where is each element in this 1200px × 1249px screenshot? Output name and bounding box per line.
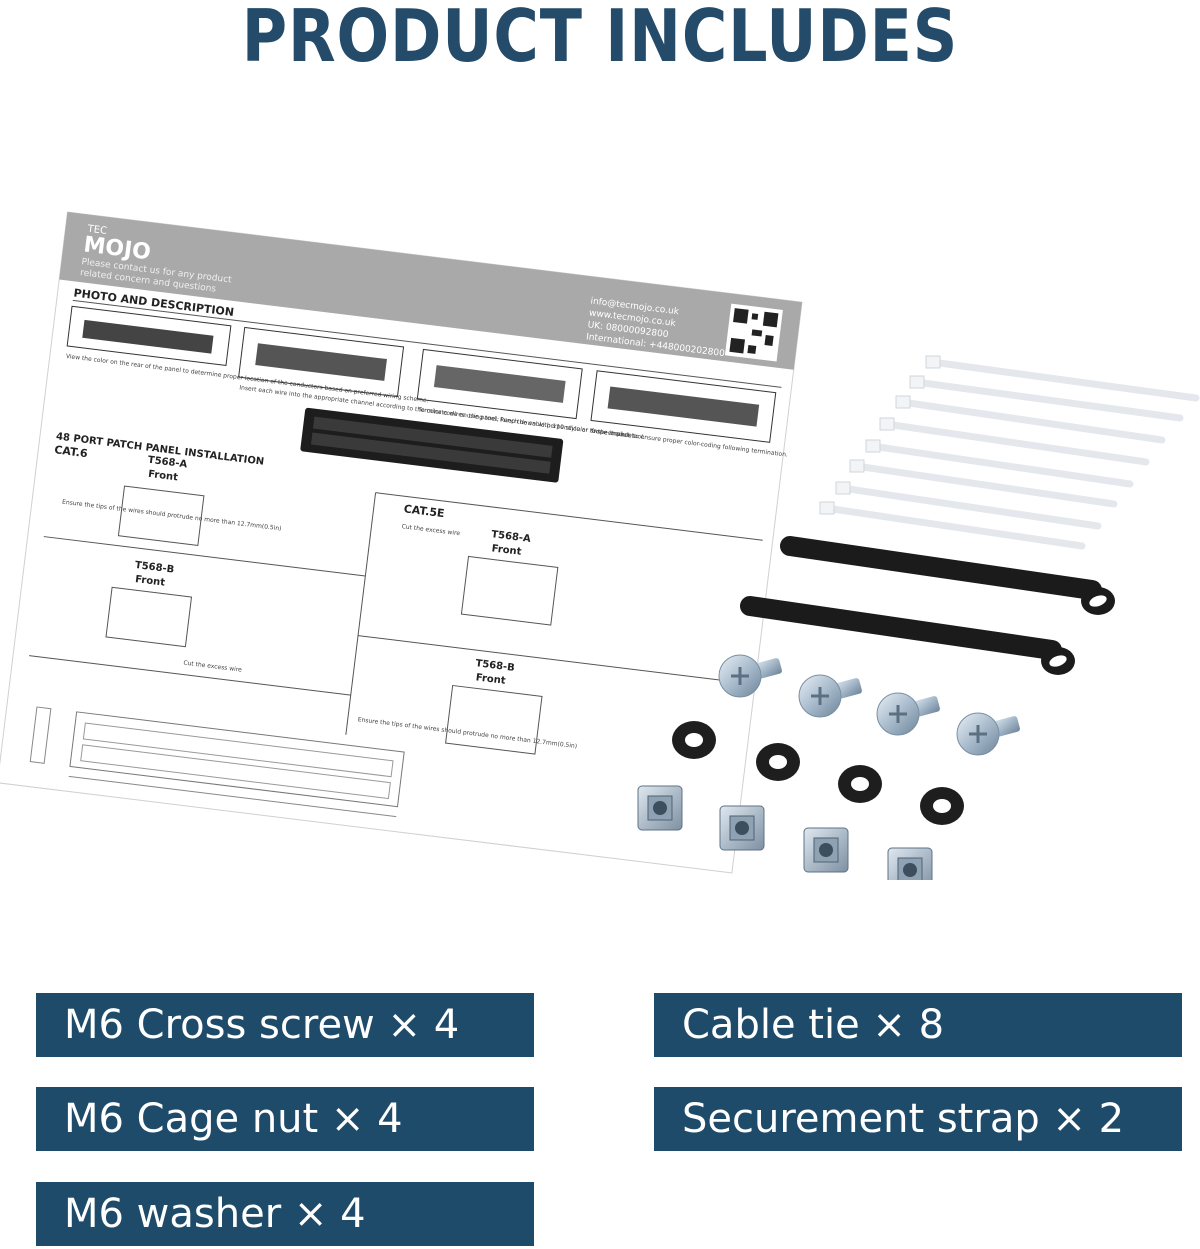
cable-tie [879, 417, 1150, 466]
cage-nut-icon [719, 805, 765, 851]
cable-tie [865, 439, 1134, 488]
securement-strap [740, 596, 1075, 675]
label-m6-cross-screw: M6 Cross screw × 4 [36, 993, 534, 1057]
cable-tie [909, 375, 1184, 422]
manual-cat5e: CAT.5E [403, 502, 445, 520]
screw-icon [956, 712, 1020, 756]
screw-icon [876, 692, 940, 736]
washer-icon [838, 765, 882, 803]
manual-cat6: CAT.6 [54, 443, 89, 460]
manual-cat5e-front-b: Front [475, 672, 506, 687]
product-scene: TEC MOJO Please contact us for any produ… [0, 211, 1200, 880]
manual-cat6-front-a: Front [147, 469, 178, 484]
screw-icon [718, 654, 782, 698]
manual-cat6-t568a: T568-A [147, 455, 188, 471]
manual-step-photos [66, 305, 777, 443]
manual-cat5e-t568a: T568-A [491, 529, 532, 545]
manual-cat6-t568b: T568-B [134, 560, 175, 576]
washer-icon [920, 787, 964, 825]
cage-nut-icon [887, 847, 933, 880]
m6-cross-screws [718, 654, 1020, 756]
screw-icon [798, 674, 862, 718]
dimension-drawing [29, 706, 405, 818]
securement-straps [740, 536, 1115, 675]
manual-brand-small: TEC [86, 224, 108, 237]
manual-cat5e-t568b: T568-B [475, 658, 516, 674]
label-m6-washer: M6 washer × 4 [36, 1182, 534, 1246]
washer-icon [756, 743, 800, 781]
cable-tie [819, 501, 1086, 550]
qr-code-icon [724, 303, 783, 362]
cable-tie [925, 355, 1200, 402]
page-title: PRODUCT INCLUDES [241, 0, 959, 78]
label-cable-tie: Cable tie × 8 [654, 993, 1182, 1057]
manual-cat5e-front-a: Front [491, 543, 522, 558]
cable-ties [819, 355, 1200, 550]
cable-tie [835, 481, 1102, 530]
cage-nut-icon [637, 785, 683, 831]
securement-strap [780, 536, 1115, 615]
instruction-manual: TEC MOJO Please contact us for any produ… [0, 211, 803, 874]
cable-tie [849, 459, 1118, 508]
manual-cat6-front-b: Front [135, 574, 166, 589]
patch-panel-image [300, 407, 564, 483]
cable-tie [895, 395, 1166, 444]
label-m6-cage-nut: M6 Cage nut × 4 [36, 1087, 534, 1151]
label-securement-strap: Securement strap × 2 [654, 1087, 1182, 1151]
m6-cage-nuts [637, 785, 933, 880]
washer-icon [672, 721, 716, 759]
cage-nut-icon [803, 827, 849, 873]
m6-washers [672, 721, 964, 825]
